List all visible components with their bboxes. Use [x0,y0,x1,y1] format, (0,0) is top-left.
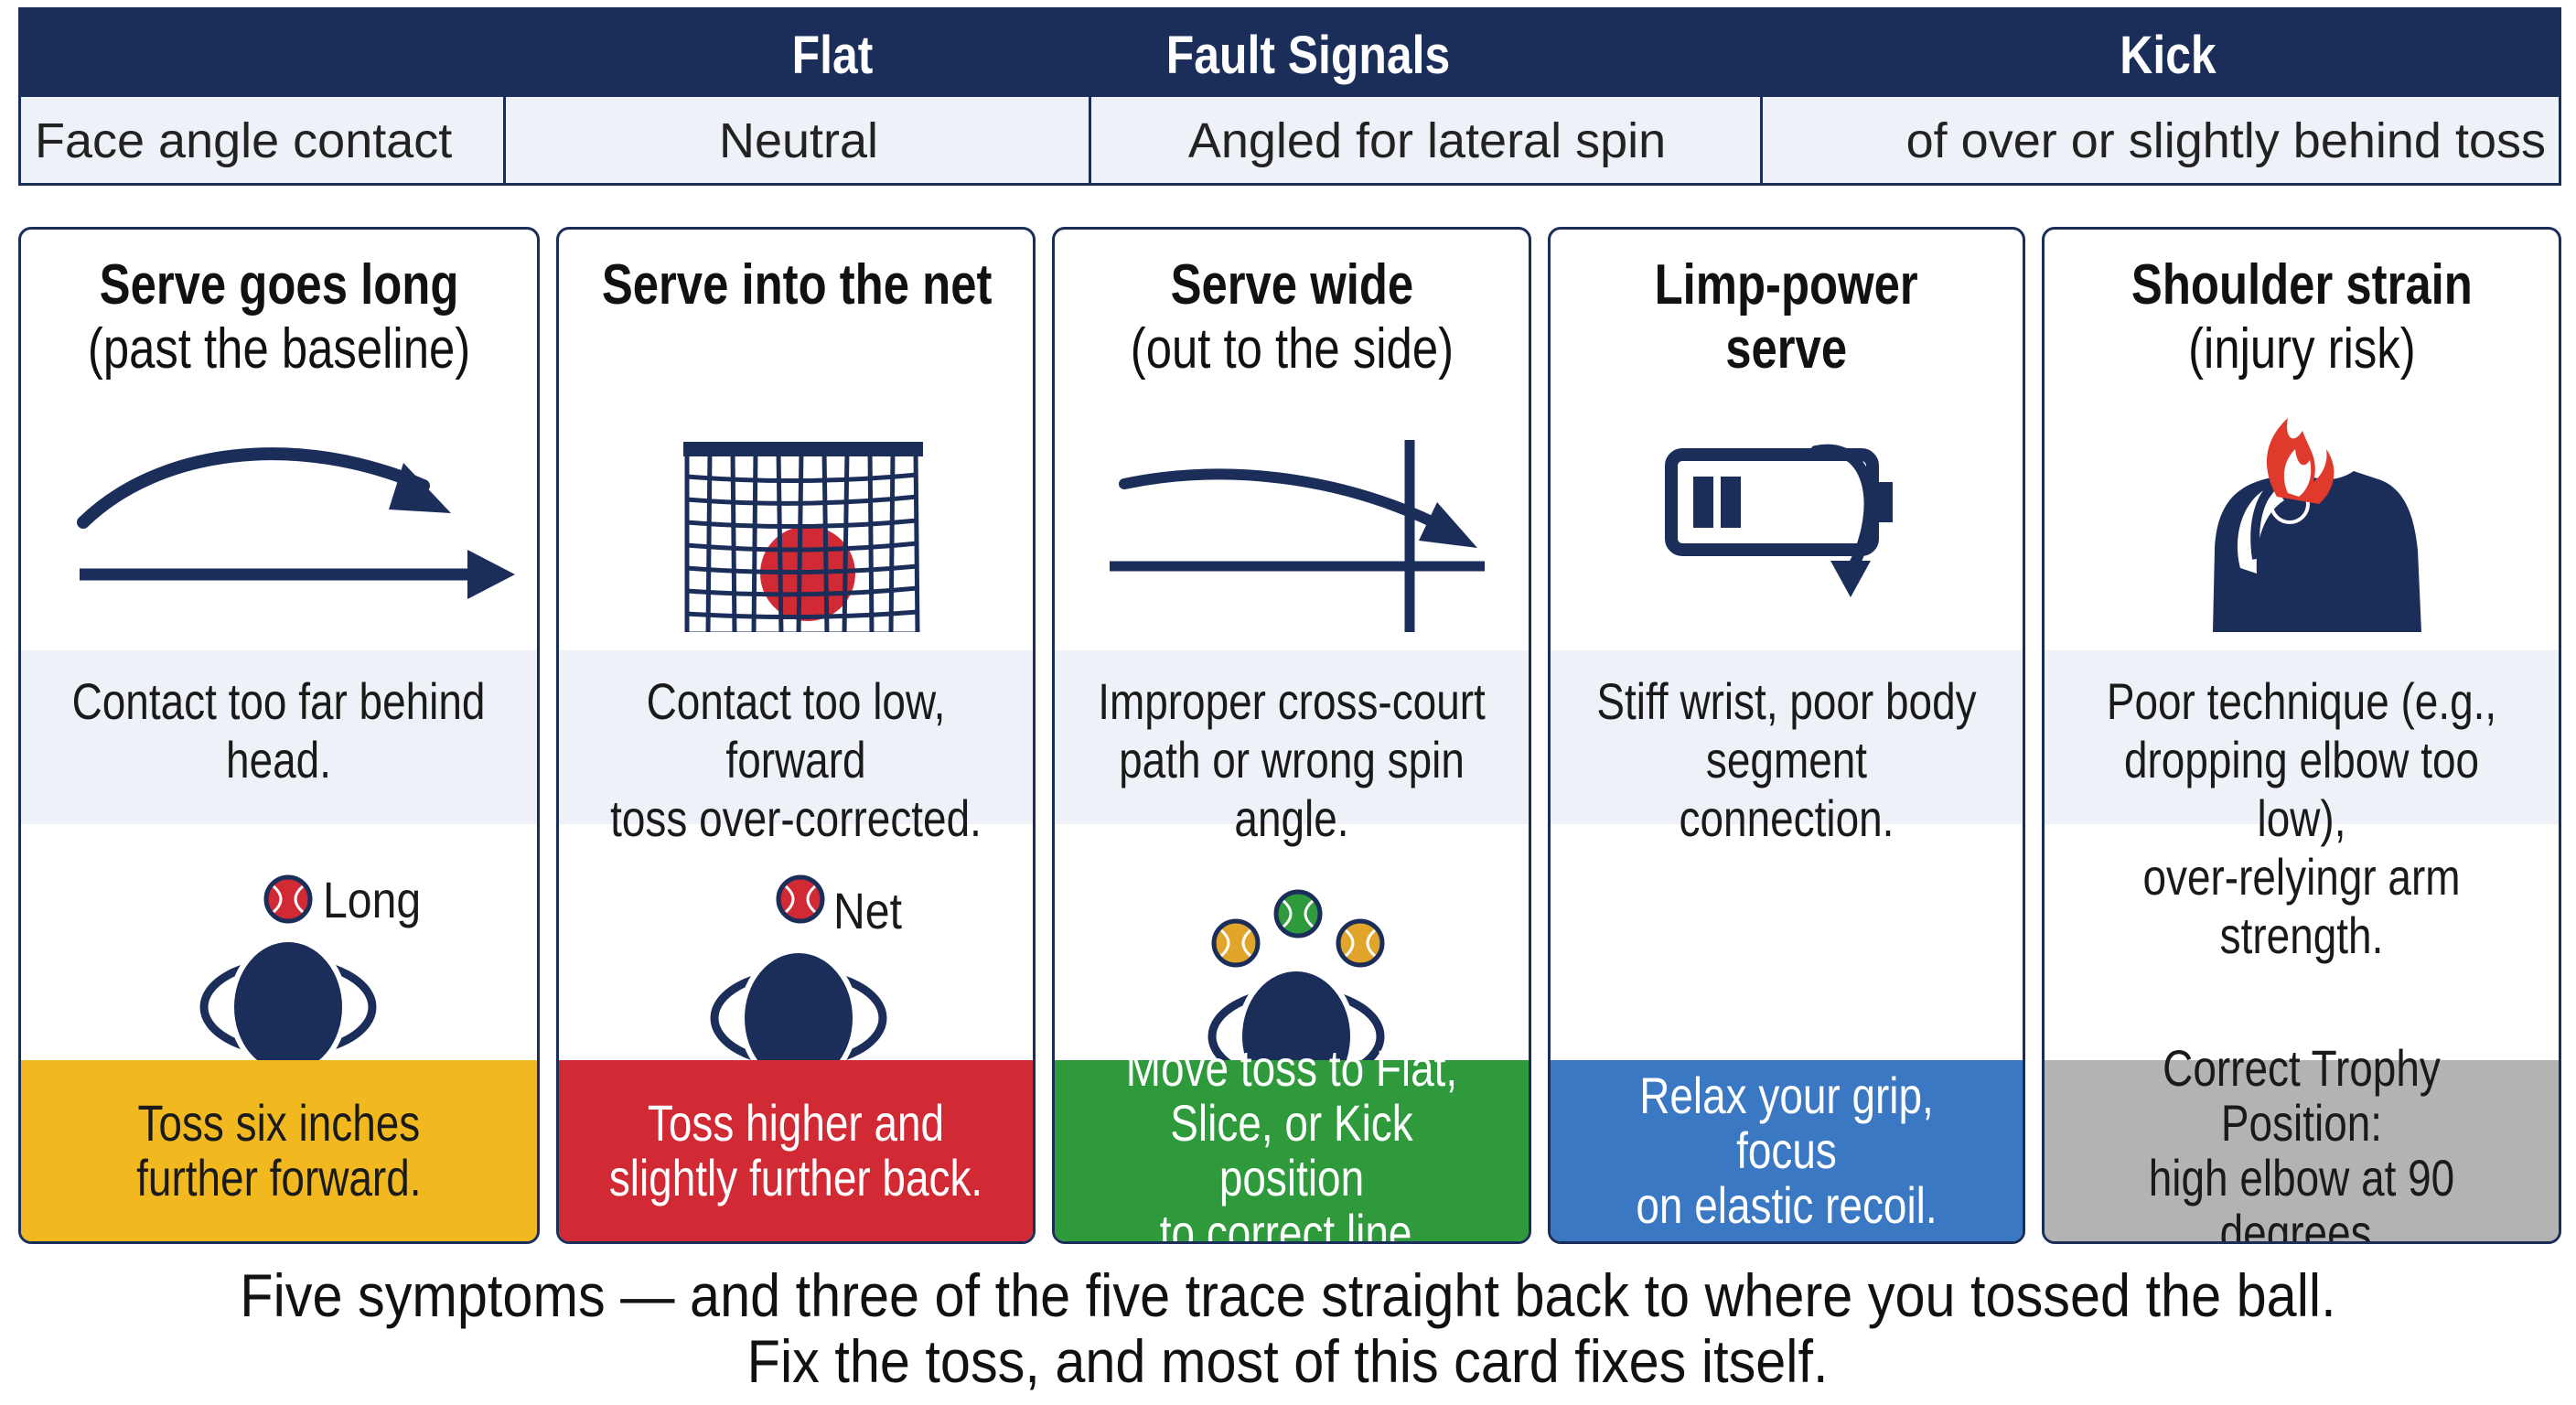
card-subtitle: (past the baseline) [87,317,471,381]
header-col-fault-signals: Fault Signals [1165,26,1451,85]
subrow-divider [1089,97,1091,183]
fix-line: on elastic recoil. [1636,1176,1937,1234]
cause-line: Improper cross-court [1098,672,1486,730]
card-cause: Improper cross-court path or wrong spin … [1055,650,1529,847]
fix-line: Relax your grip, focus [1639,1067,1934,1179]
subrow-divider [503,97,506,183]
card-fix: Toss six inches further forward. [21,1060,537,1241]
card-serve-wide: Serve wide (out to the side) Improper cr… [1052,227,1531,1244]
header-col-flat: Flat [791,26,874,85]
card-title: Serve wide [1170,253,1413,316]
fix-line: Correct Trophy Position: [2163,1039,2441,1152]
cause-line: path or wrong spin angle. [1119,731,1465,847]
subrow-divider [1760,97,1763,183]
long-arc-arrow-icon [21,394,537,870]
head-top-view-three-balls-icon [1208,889,1385,1107]
fix-line: Slice, or Kick position [1170,1094,1413,1207]
card-cause: Stiff wrist, poor body segment connectio… [1551,650,2023,847]
fix-line: Move toss to Flat, [1125,1039,1458,1097]
head-top-view-icon [199,874,377,1078]
ball-icon [263,874,313,924]
cause-line: head. [226,731,332,788]
ball-icon [1273,889,1323,938]
fix-line: slightly further back. [608,1149,983,1207]
subrow-left-border [18,97,21,183]
card-fix: Move toss to Flat, Slice, or Kick positi… [1055,1041,1529,1244]
card-subtitle: (out to the side) [1130,317,1454,381]
card-subtitle: (injury risk) [2187,317,2416,381]
card-title-block: Limp-power serve [1551,253,2023,381]
shoulder-pain-icon [2045,394,2559,870]
caption-line: Five symptoms — and three of the five tr… [240,1261,2336,1329]
caption-line: Fix the toss, and most of this card fixe… [747,1327,1829,1395]
card-cause: Poor technique (e.g., dropping elbow too… [2045,650,2559,964]
cause-line: dropping elbow too low), [2123,731,2480,847]
card-title: Serve goes long [99,253,459,316]
subrow-cell-neutral: Neutral [718,113,879,168]
cause-line: segment connection. [1679,731,1894,847]
card-shoulder-strain: Shoulder strain (injury risk) Poor techn… [2042,227,2561,1244]
ball-icon [1336,918,1385,968]
toss-diagram: Net [559,833,1033,1241]
cause-line: Stiff wrist, poor body [1596,672,1977,730]
card-title-block: Shoulder strain (injury risk) [2045,253,2559,381]
toss-diagram: Long [21,833,537,1241]
card-limp-power: Limp-power serve Stiff wrist, poor body … [1548,227,2025,1244]
card-fix: Relax your grip, focus on elastic recoil… [1551,1060,2023,1241]
ball-icon [776,874,825,924]
diagram-label: Long [323,871,422,928]
header-bar: Flat Fault Signals Kick [18,7,2561,97]
cause-line: Poor technique (e.g., [2106,672,2497,730]
fix-line: to correct line. [1159,1204,1424,1244]
ball-icon [1211,918,1261,968]
fix-line: Toss six inches [137,1094,421,1152]
subrow-cell-toss: of over or slightly behind toss [1905,113,2546,168]
cause-line: toss over-corrected. [610,789,982,847]
low-battery-icon [1551,394,2023,870]
cause-line: over-relyingr arm strength. [2142,848,2461,964]
subrow-cell-angled: Angled for lateral spin [1187,113,1667,168]
subrow-right-border [2559,97,2561,183]
fix-line: Toss higher and [647,1094,945,1152]
card-title: Limp-power [1654,253,1919,316]
card-serve-long: Serve goes long (past the baseline) Cont… [18,227,540,1244]
card-title-block: Serve wide (out to the side) [1055,253,1529,381]
card-cause: Contact too low, forward toss over-corre… [559,650,1033,847]
card-cause: Contact too far behind head. [21,650,537,824]
head-top-view-icon [710,874,887,1089]
subrow-cell-face-angle: Face angle contact [35,113,453,168]
card-title: Shoulder strain [2131,253,2473,316]
caption: Five symptoms — and three of the five tr… [0,1262,2576,1394]
cause-line: Contact too low, forward [646,672,946,788]
card-fix: Toss higher and slightly further back. [559,1060,1033,1241]
diagram-label: Net [833,882,902,939]
net-with-ball-icon [559,394,1033,870]
header-subrow: Face angle contact Neutral Angled for la… [18,97,2561,186]
card-serve-net: Serve into the net [556,227,1036,1244]
toss-diagram [1055,833,1529,1241]
cause-line: Contact too far behind [72,672,486,730]
fix-line: high elbow at 90 degrees. [2148,1149,2455,1244]
card-title-block: Serve into the net [559,253,1033,317]
card-fix: Correct Trophy Position: high elbow at 9… [2045,1041,2559,1244]
fix-line: further forward. [136,1149,422,1207]
wide-arc-arrow-icon [1055,394,1529,870]
card-subtitle: serve [1725,317,1848,381]
card-title-block: Serve goes long (past the baseline) [21,253,537,381]
card-title: Serve into the net [601,253,993,316]
header-col-kick: Kick [2120,26,2216,85]
